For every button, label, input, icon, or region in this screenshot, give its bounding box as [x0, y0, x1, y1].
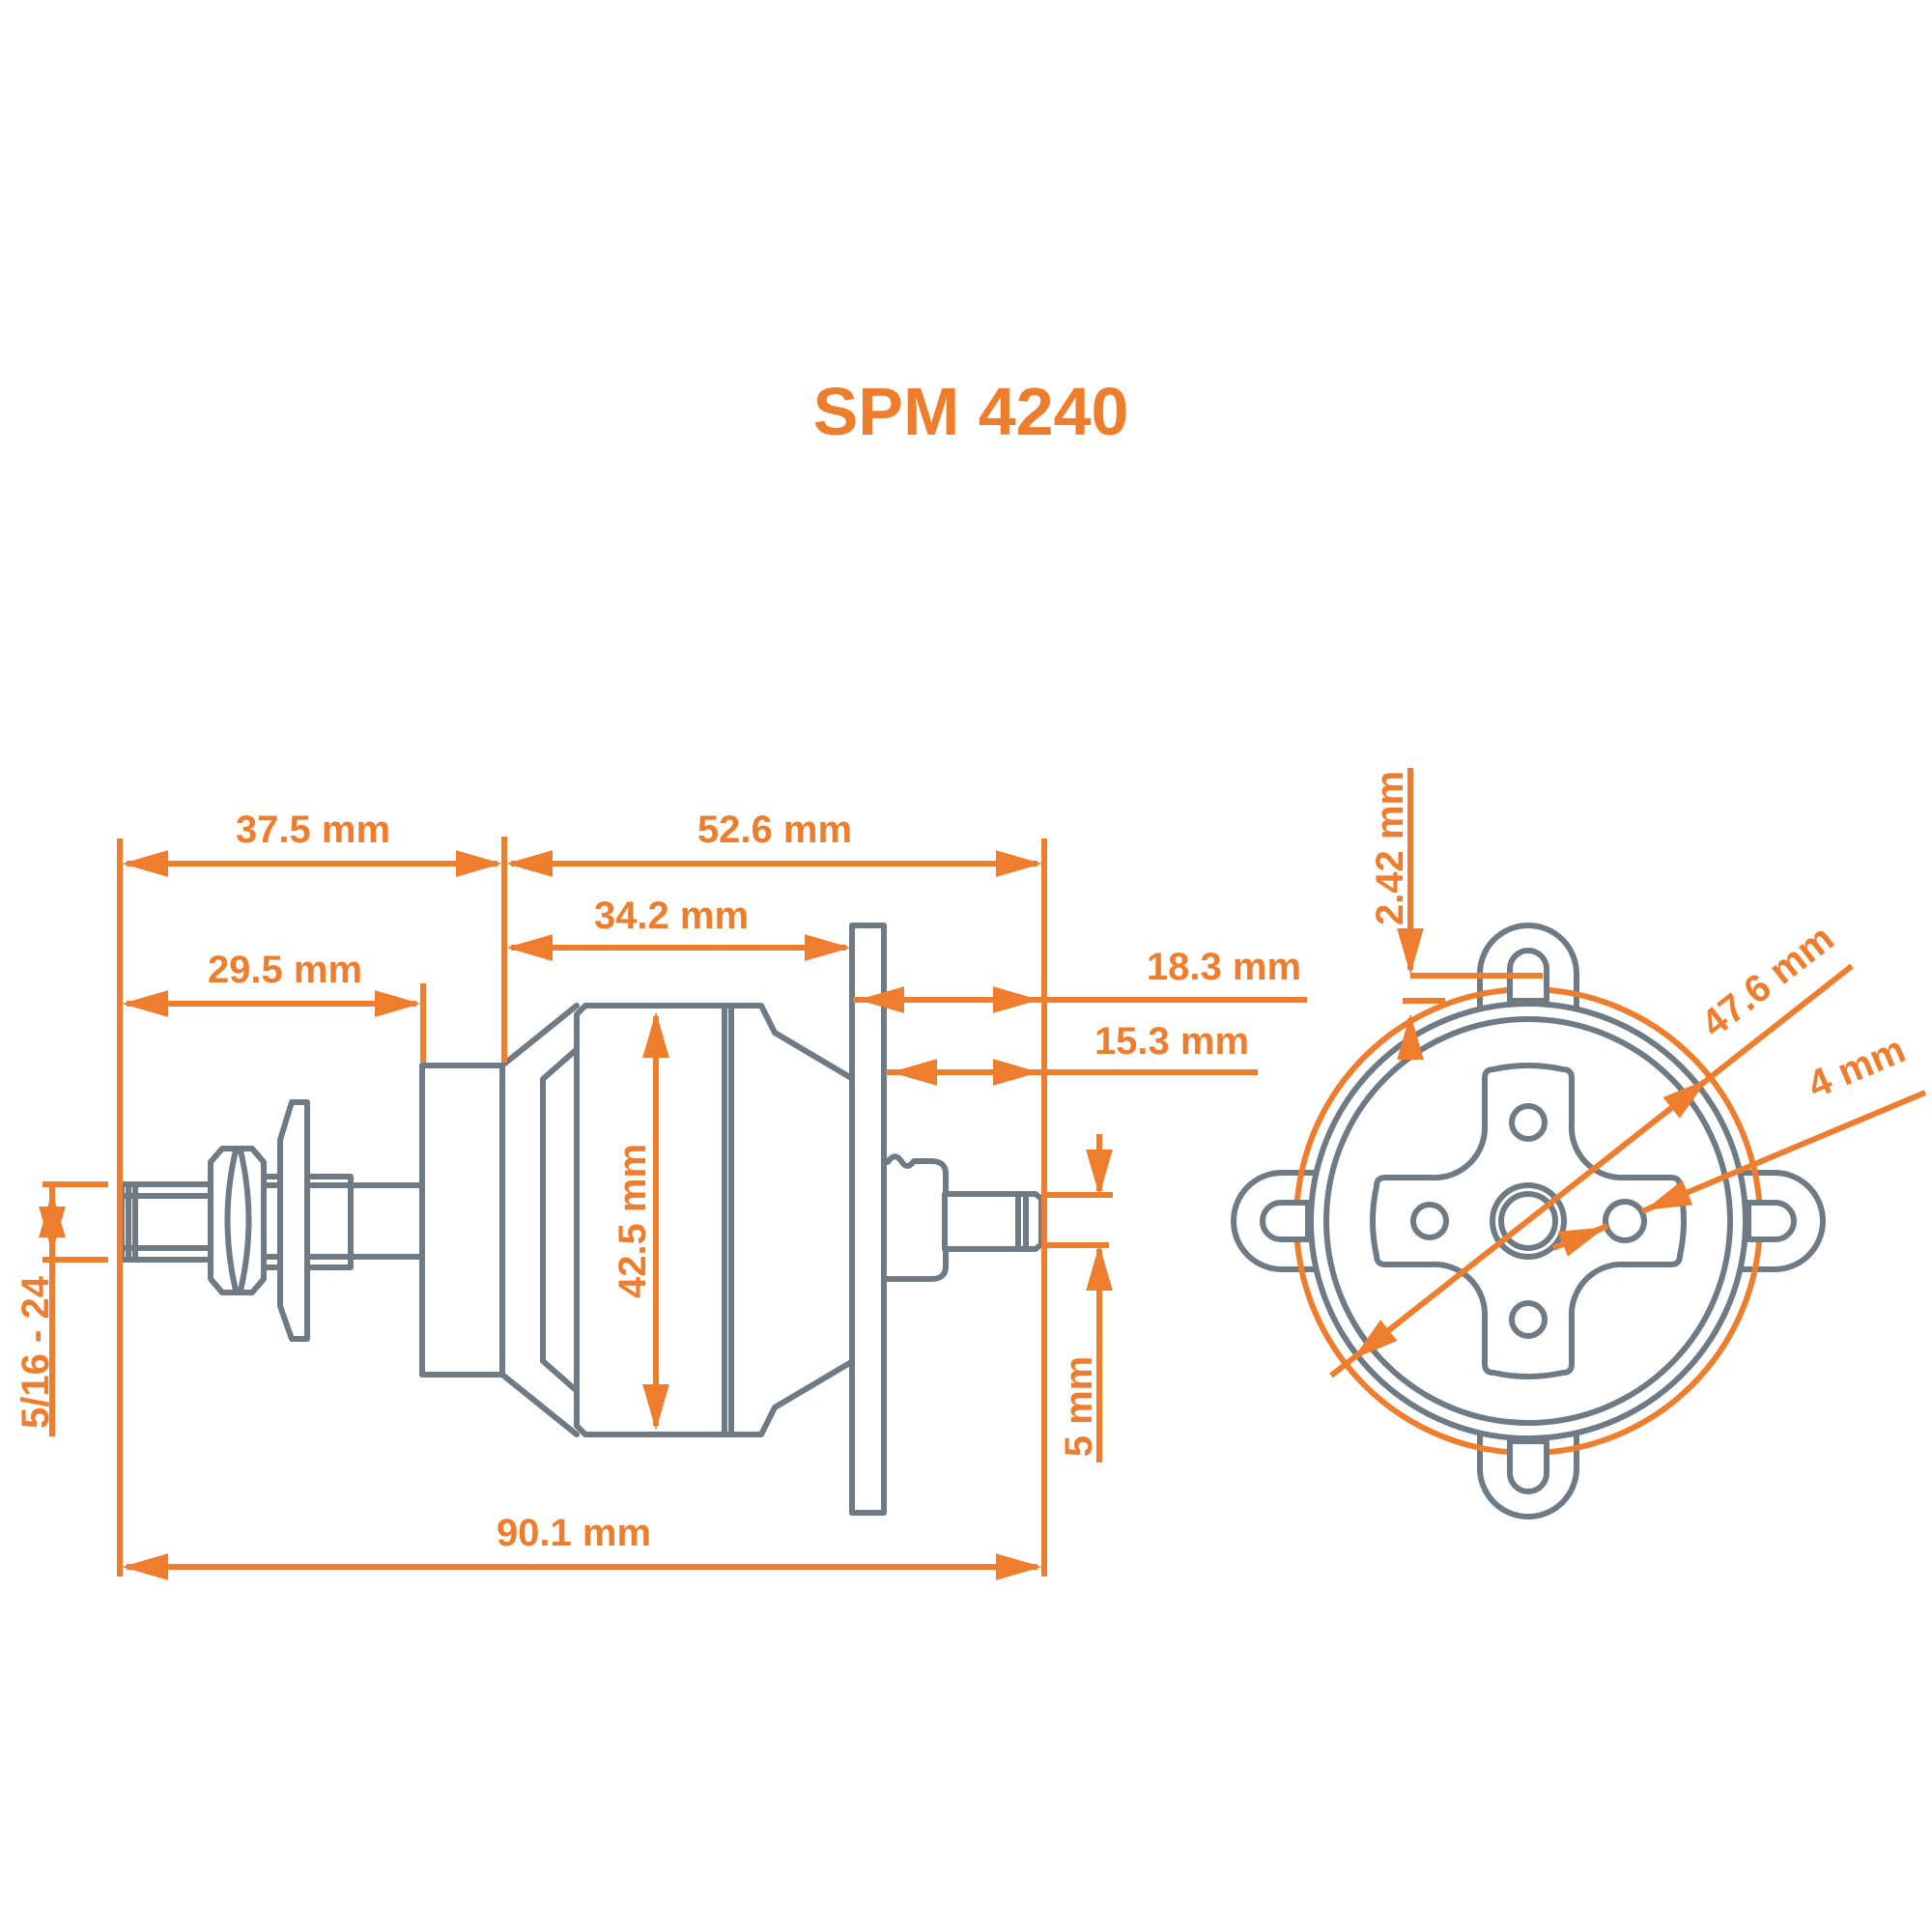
dim-ticks-tab-offset [1403, 973, 1543, 1004]
bell-front-cone [499, 1003, 594, 1437]
motor-can-rim [1323, 1016, 1733, 1426]
dim-arrow-mount-dia-lower [1352, 1320, 1401, 1359]
mount-hole-bottom [1509, 1300, 1548, 1339]
shaft-to-collar-lines [348, 1182, 425, 1260]
tab-slot-bottom [1507, 1438, 1549, 1494]
dim-arrow-mount-dia-upper [1660, 1079, 1708, 1119]
prop-washer [277, 1099, 310, 1342]
dim-label-plate-to-shaft-end: 18.3 mm [1147, 946, 1301, 988]
prop-adapter-collar [419, 1063, 505, 1378]
dim-label-rear-shaft-diameter: 5 mm [1058, 1356, 1100, 1458]
thread-lines [119, 1181, 213, 1263]
dim-label-can-length: 34.2 mm [594, 895, 749, 937]
dim-label-thread-spec: 5/16 - 24 [14, 1275, 57, 1429]
dim-label-hole-diameter: 4 mm [1802, 1028, 1911, 1106]
bell-seam-lines [722, 1003, 734, 1437]
dim-label-mount-diameter: 47.6 mm [1693, 917, 1841, 1045]
prop-nut [208, 1146, 267, 1295]
side-view-dimensions: 37.5 mm 52.6 mm 34.2 mm 29.5 mm 18.3 mm … [14, 809, 1307, 1580]
tab-slot-right [1746, 1200, 1797, 1242]
dim-label-rear-shaft-length: 15.3 mm [1094, 1020, 1249, 1063]
dim-line-mount-diameter [1329, 963, 1854, 1378]
dim-arrow-hole-left [1557, 1226, 1606, 1257]
dim-label-front-section: 37.5 mm [236, 809, 390, 851]
dim-label-rear-section: 52.6 mm [697, 809, 852, 851]
rear-bearing-hub [881, 1153, 949, 1282]
dim-label-shaft-exposed: 29.5 mm [208, 949, 362, 991]
tab-slot-left [1260, 1200, 1311, 1242]
dim-label-can-diameter: 42.5 mm [611, 1144, 654, 1298]
side-view [119, 923, 1044, 1516]
prop-nut-facet-lines [224, 1148, 252, 1293]
mount-hole-top [1509, 1103, 1548, 1142]
dim-label-overall-length: 90.1 mm [497, 1512, 651, 1554]
mount-hole-right [1603, 1199, 1647, 1243]
dim-label-tab-slot-offset: 2.42 mm [1369, 771, 1411, 925]
dim-ticks-rear-shaft-dia [1044, 1192, 1113, 1248]
mount-hole-left [1410, 1202, 1449, 1240]
rear-shaft-groove-lines [1015, 1191, 1029, 1252]
mount-plate-edge [849, 923, 887, 1516]
front-view-dimensions: 2.42 mm 47.6 mm 4 mm [1329, 768, 1927, 1378]
page-title: SPM 4240 [813, 374, 1129, 449]
dim-arrow-hole-right [1644, 1179, 1693, 1211]
